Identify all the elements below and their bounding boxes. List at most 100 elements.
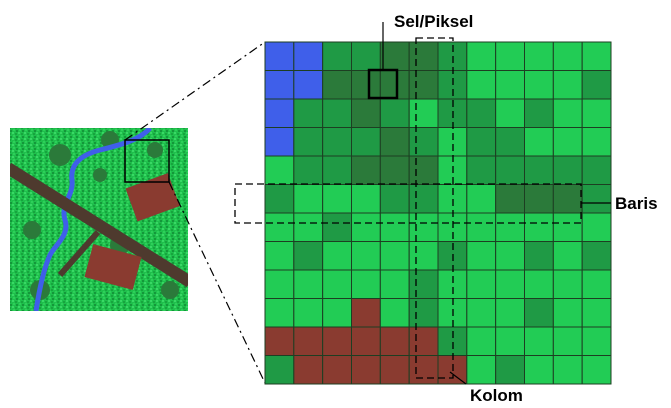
raster-cell <box>552 41 583 71</box>
raster-cell <box>466 269 497 299</box>
raster-cell <box>322 241 353 271</box>
raster-cell <box>322 184 353 214</box>
raster-cell <box>351 241 381 271</box>
cell-label: Sel/Piksel <box>394 12 473 31</box>
raster-cell <box>264 155 295 185</box>
raster-cell <box>379 355 410 385</box>
raster-cell <box>552 155 583 185</box>
raster-cell <box>351 70 381 100</box>
raster-cell <box>495 184 526 214</box>
raster-cell <box>322 212 353 242</box>
raster-cell <box>351 298 381 328</box>
raster-cell <box>379 155 410 185</box>
raster-cell <box>495 70 526 100</box>
raster-cell <box>322 269 353 299</box>
raster-cell <box>264 98 295 128</box>
raster-cell <box>581 298 612 328</box>
raster-cell <box>495 326 526 356</box>
raster-cell <box>293 241 324 271</box>
raster-cell <box>351 98 381 128</box>
raster-cell <box>524 155 554 185</box>
road <box>10 162 188 288</box>
column-label: Kolom <box>470 386 523 405</box>
raster-cell <box>351 326 381 356</box>
raster-cell <box>466 70 497 100</box>
raster-cell <box>351 155 381 185</box>
raster-cell <box>264 355 295 385</box>
raster-cell <box>466 41 497 71</box>
raster-cell <box>264 184 295 214</box>
raster-cell <box>408 326 439 356</box>
raster-cell <box>524 98 554 128</box>
raster-cell <box>552 70 583 100</box>
raster-cell <box>264 70 295 100</box>
column-highlight <box>415 37 454 379</box>
raster-cell <box>495 355 526 385</box>
raster-cell <box>495 127 526 157</box>
raster-cell <box>293 212 324 242</box>
raster-cell <box>466 98 497 128</box>
raster-cell <box>379 326 410 356</box>
raster-cell <box>351 184 381 214</box>
raster-cell <box>293 355 324 385</box>
raster-cell <box>293 41 324 71</box>
raster-cell <box>408 212 439 242</box>
zoom-connector-top <box>124 41 266 141</box>
raster-cell <box>408 298 439 328</box>
raster-cell <box>495 155 526 185</box>
raster-cell <box>495 212 526 242</box>
raster-cell <box>379 212 410 242</box>
raster-cell <box>524 241 554 271</box>
raster-cell <box>293 70 324 100</box>
raster-cell <box>524 326 554 356</box>
raster-cell <box>322 98 353 128</box>
raster-cell <box>293 98 324 128</box>
raster-cell <box>264 326 295 356</box>
raster-cell <box>466 298 497 328</box>
raster-cell <box>524 269 554 299</box>
raster-cell <box>379 41 410 71</box>
raster-cell <box>437 269 468 299</box>
raster-cell <box>322 155 353 185</box>
raster-cell <box>293 269 324 299</box>
raster-cell <box>351 269 381 299</box>
raster-cell <box>408 127 439 157</box>
raster-cell <box>379 241 410 271</box>
raster-cell <box>495 41 526 71</box>
raster-cell <box>581 241 612 271</box>
raster-cell <box>552 269 583 299</box>
raster-cell <box>581 212 612 242</box>
row-label: Baris <box>615 194 658 213</box>
raster-cell <box>379 98 410 128</box>
raster-cell <box>322 127 353 157</box>
raster-cell <box>264 127 295 157</box>
raster-cell <box>495 298 526 328</box>
raster-cell <box>322 70 353 100</box>
raster-cell <box>379 127 410 157</box>
raster-cell <box>552 326 583 356</box>
raster-cell <box>264 212 295 242</box>
aerial-thumbnail <box>10 128 188 311</box>
raster-cell <box>437 127 468 157</box>
raster-cell <box>293 298 324 328</box>
raster-cell <box>408 269 439 299</box>
raster-cell <box>524 70 554 100</box>
raster-cell <box>351 355 381 385</box>
raster-cell <box>466 127 497 157</box>
raster-cell <box>408 70 439 100</box>
raster-cell <box>466 155 497 185</box>
raster-cell <box>552 98 583 128</box>
raster-cell <box>581 70 612 100</box>
raster-cell <box>293 184 324 214</box>
raster-cell <box>264 298 295 328</box>
raster-cell <box>524 127 554 157</box>
raster-cell <box>408 241 439 271</box>
raster-cell <box>264 241 295 271</box>
raster-cell <box>524 184 554 214</box>
raster-cell <box>466 355 497 385</box>
raster-cell <box>351 127 381 157</box>
raster-cell <box>495 241 526 271</box>
raster-cell <box>552 184 583 214</box>
raster-cell <box>466 212 497 242</box>
